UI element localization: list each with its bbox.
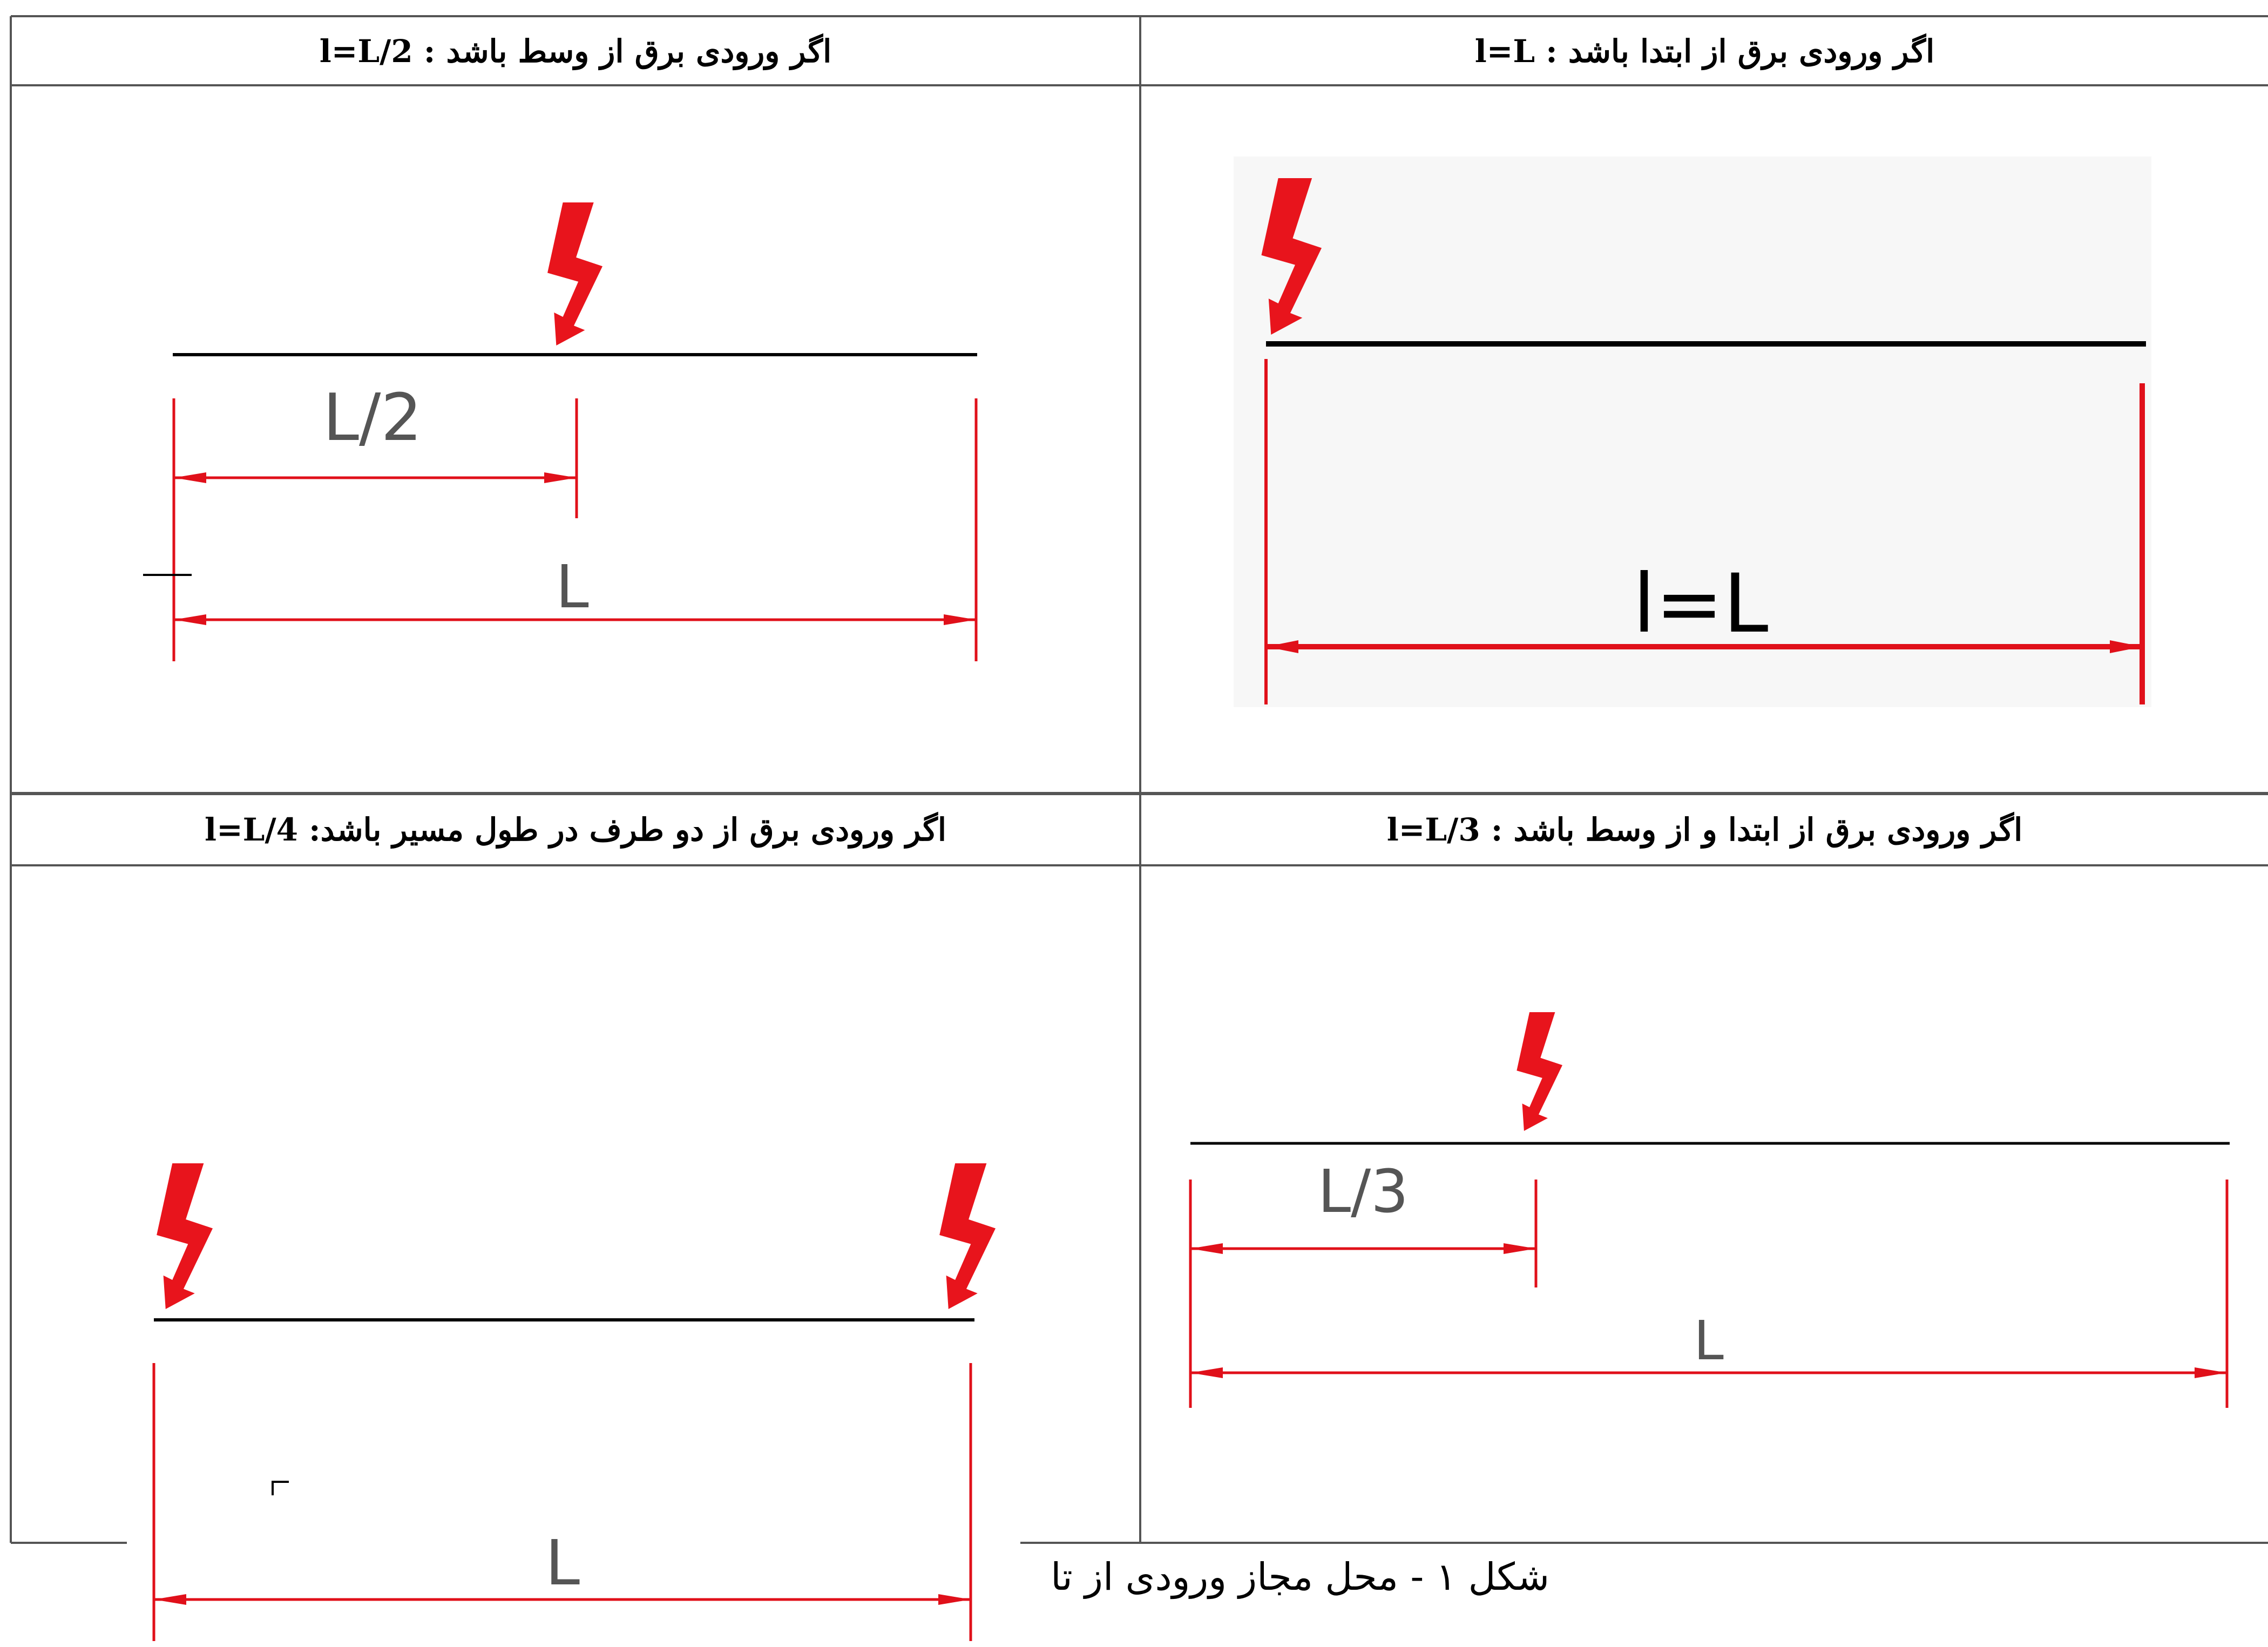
- dimension-label-L: L: [545, 1527, 580, 1599]
- panel-bottom-left: L: [152, 1163, 996, 1641]
- arrowhead: [2195, 1367, 2227, 1378]
- dimension-label-L: L: [556, 552, 588, 621]
- lightning-bolt-icon: [157, 1163, 213, 1309]
- header-top-left: اگر ورودی برق از وسط باشد : l=L/2: [12, 17, 1139, 85]
- panel-top-left: L/2 L: [143, 202, 978, 661]
- arrowhead: [174, 614, 206, 625]
- dimension-label-L-half: L/2: [323, 381, 422, 456]
- header-top-right-text: اگر ورودی برق از ابتدا باشد : l=L: [1474, 32, 1935, 70]
- dimension-label-L: L: [1694, 1309, 1724, 1372]
- panel-top-right-bg: [1234, 157, 2151, 707]
- arrowhead: [1190, 1243, 1223, 1254]
- arrowhead: [944, 614, 976, 625]
- lightning-bolt-icon: [939, 1163, 996, 1309]
- lightning-bolt-icon: [1516, 1012, 1562, 1131]
- arrowhead: [154, 1594, 186, 1605]
- dimension-label-L-third: L/3: [1318, 1157, 1409, 1226]
- panel-top-right: l=L: [1234, 157, 2151, 707]
- header-bottom-left: اگر ورودی برق از دو طرف در طول مسیر باشد…: [12, 796, 1139, 863]
- figure-caption: شکل ۱ - محل مجاز ورودی از تا: [1051, 1555, 1549, 1599]
- lightning-bolt-icon: [547, 202, 602, 345]
- arrowhead: [544, 472, 577, 483]
- header-bottom-right-text: اگر ورودی برق از ابتدا و از وسط باشد : l…: [1386, 811, 2023, 848]
- header-top-right: اگر ورودی برق از ابتدا باشد : l=L: [1141, 17, 2268, 85]
- arrowhead: [174, 472, 206, 483]
- header-bottom-right: اگر ورودی برق از ابتدا و از وسط باشد : l…: [1141, 796, 2268, 863]
- header-bottom-left-text: اگر ورودی برق از دو طرف در طول مسیر باشد…: [205, 811, 946, 848]
- panel-bottom-right: L/3 L: [1189, 1012, 2230, 1408]
- header-top-left-text: اگر ورودی برق از وسط باشد : l=L/2: [319, 32, 832, 70]
- arrowhead-left: [1266, 640, 1298, 653]
- arrowhead: [938, 1594, 971, 1605]
- arrowhead-right: [2110, 640, 2142, 653]
- corner-mark: [272, 1481, 289, 1495]
- arrowhead: [1504, 1243, 1536, 1254]
- table-grid: [10, 15, 2268, 1544]
- dimension-label-l-eq-L: l=L: [1633, 557, 1769, 651]
- arrowhead: [1190, 1367, 1223, 1378]
